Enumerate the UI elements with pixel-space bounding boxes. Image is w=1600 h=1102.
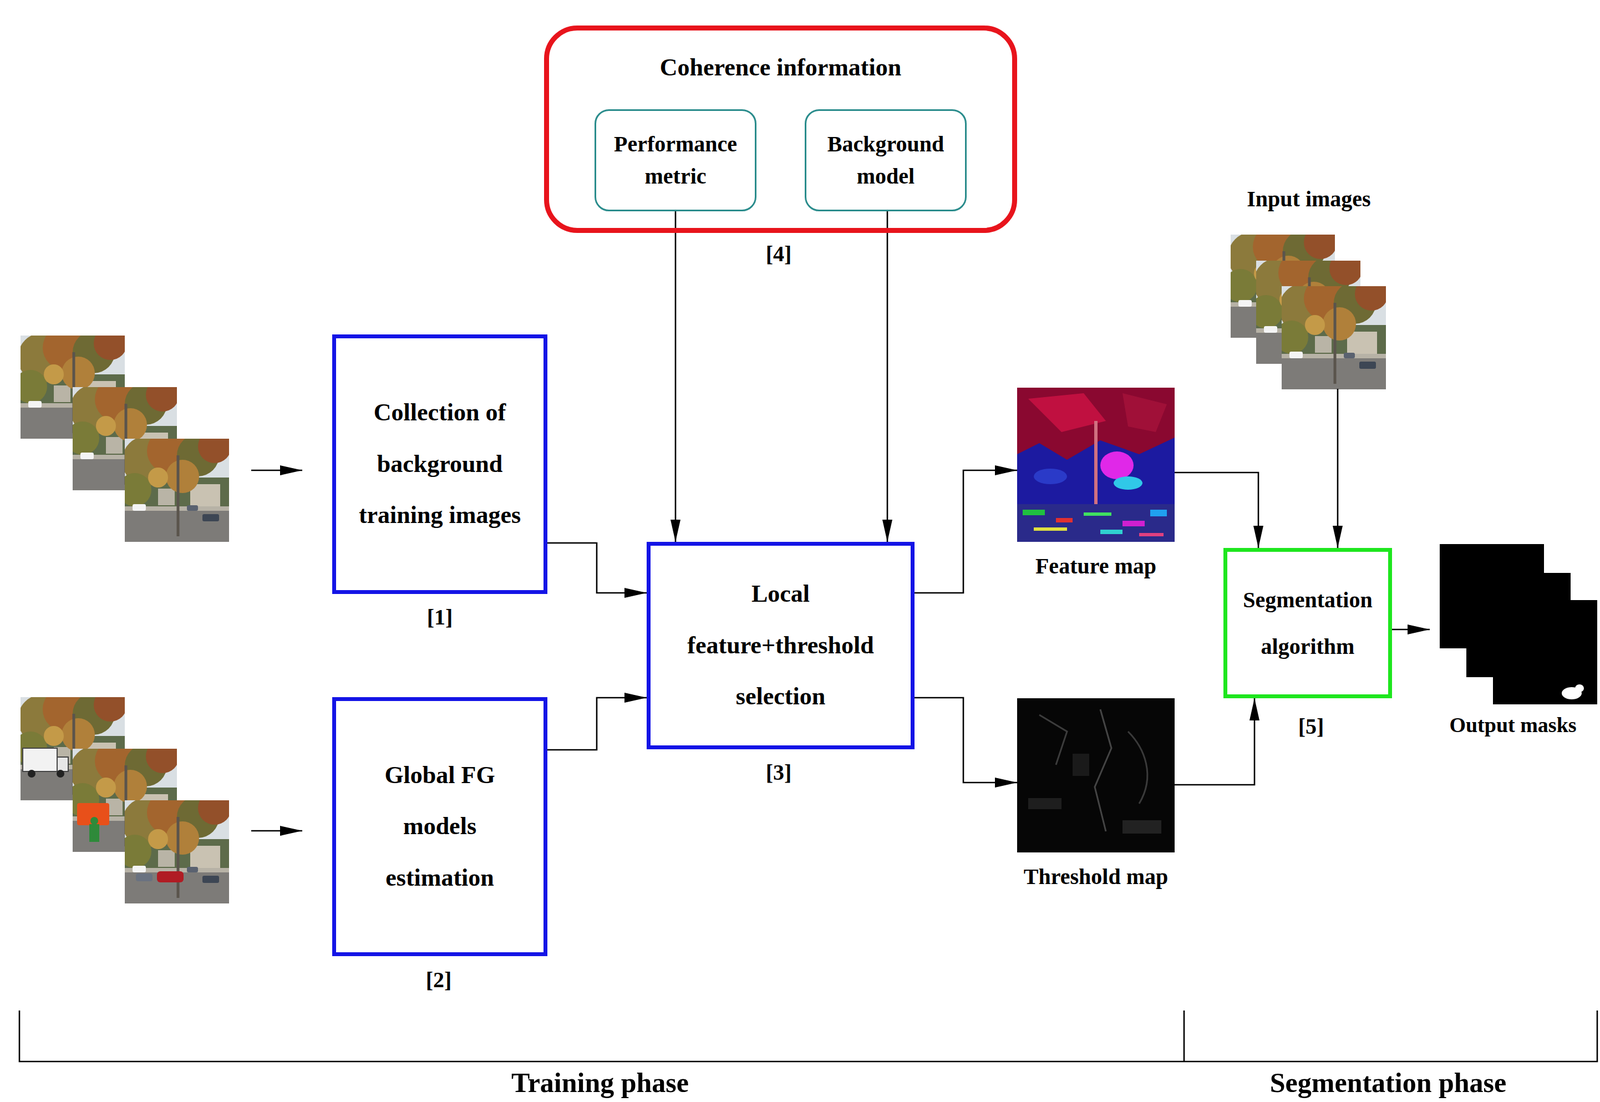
connector-arrow	[1337, 388, 1339, 548]
threshold-map-picture	[1017, 698, 1175, 853]
process-box: Collection of background training images	[332, 334, 548, 594]
node-text: Background model	[810, 128, 961, 193]
node-text: Feature map	[1035, 552, 1157, 580]
callout-number: [2]	[425, 966, 452, 994]
node-text: Input images	[1246, 185, 1371, 213]
node-text: Output masks	[1449, 712, 1577, 739]
connector-arrow	[1174, 472, 1259, 548]
callout-number: [1]	[427, 603, 454, 631]
node-text: Global FG models estimation	[352, 749, 527, 904]
leader-arrow	[251, 470, 303, 831]
info-box: Background model	[804, 109, 967, 212]
process-box: Local feature+threshold selection	[646, 541, 915, 750]
node-text: Local feature+threshold selection	[672, 568, 889, 723]
connector-arrow	[547, 697, 647, 750]
map-figure: Threshold map	[1017, 698, 1175, 891]
connector-arrow	[674, 211, 677, 542]
phase-bracket	[19, 1010, 1598, 1062]
node-text: Collection of background training images	[352, 387, 527, 541]
map-figure: Feature map	[1017, 387, 1175, 580]
street-photo	[1275, 276, 1389, 390]
connector-arrow	[547, 542, 647, 593]
group-box: Coherence informationPerformance metric B…	[544, 25, 1018, 233]
street-photo	[118, 428, 232, 542]
connector-arrow	[886, 211, 889, 542]
connector-arrow	[1392, 628, 1430, 631]
foreground-image-stack	[13, 687, 232, 904]
output-mask-stack	[1439, 544, 1598, 705]
callout-number: [4]	[765, 240, 792, 268]
image-figure: Input images	[1220, 185, 1398, 389]
feature-map-picture	[1017, 387, 1175, 542]
phase-label: Training phase	[511, 1065, 689, 1100]
connector-arrow	[914, 470, 1018, 593]
node-text: Performance metric	[600, 128, 751, 193]
street-photo	[118, 790, 232, 904]
background-image-stack	[13, 325, 232, 542]
connector-arrow	[914, 697, 1018, 783]
info-box: Performance metric	[594, 109, 757, 212]
process-box: Global FG models estimation	[332, 697, 548, 957]
connector-arrow	[1174, 698, 1255, 785]
node-text: Coherence information	[659, 53, 902, 83]
input-image-stack	[1223, 224, 1389, 390]
callout-number: [3]	[765, 759, 792, 786]
phase-label: Segmentation phase	[1270, 1065, 1507, 1100]
algorithm-box: Segmentation algorithm	[1223, 547, 1393, 699]
node-text: Threshold map	[1023, 863, 1168, 891]
node-text: Segmentation algorithm	[1230, 576, 1385, 670]
image-figure: Output masks	[1429, 544, 1597, 739]
callout-number: [5]	[1298, 713, 1325, 740]
